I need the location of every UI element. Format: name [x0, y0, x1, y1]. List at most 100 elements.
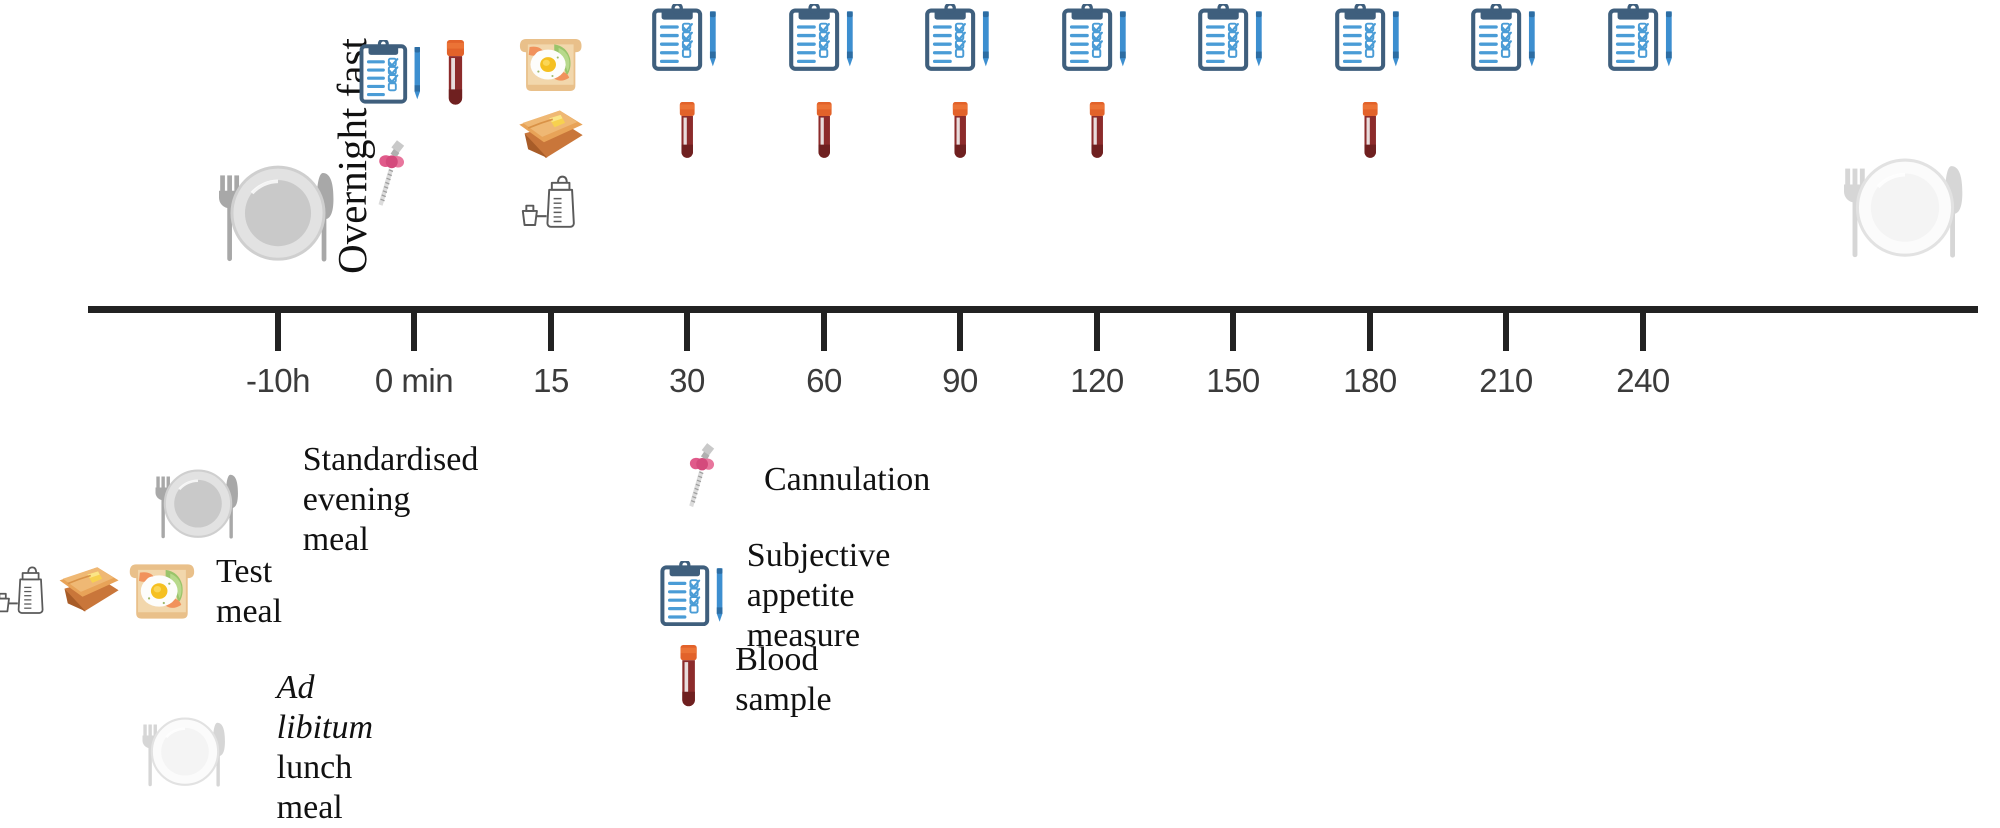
icon-slot-blood-sample-tube: [813, 102, 836, 166]
subjective-appetite-clipboard-icon: [1198, 2, 1269, 76]
axis-tick-label-210: 210: [1479, 362, 1533, 399]
standardised-evening-meal-plate-icon: [147, 451, 249, 550]
test-meal-buttered-toast-icon: [53, 564, 125, 620]
subjective-appetite-clipboard-icon: [652, 2, 723, 76]
axis-tick-label-150: 150: [1206, 362, 1260, 399]
icon-slot-subjective-appetite-clipboard: [1335, 2, 1406, 76]
legend-item-cannulation-needle: Cannulation: [660, 440, 930, 520]
legend-icon-group: [110, 451, 287, 550]
test-meal-egg-avocado-toast-icon: [518, 32, 585, 99]
subjective-appetite-clipboard-icon: [925, 2, 996, 76]
blood-sample-tube-icon: [1359, 102, 1382, 166]
timepoint-column-210: [1471, 2, 1542, 76]
standardised-evening-meal-plate-icon: [207, 140, 349, 275]
axis-tick-label-15: 15: [533, 362, 569, 399]
timepoint-column-30: [652, 2, 723, 166]
cannulation-needle-icon: [683, 440, 724, 520]
timepoint-column-0-min: [359, 38, 469, 219]
baseline-measures-row: [359, 38, 469, 113]
timepoint-column-240: [1608, 2, 1679, 76]
timepoint-column-60: [789, 2, 860, 166]
blood-sample-tube-icon: [1086, 102, 1109, 166]
axis-tick-180: [1367, 313, 1373, 351]
subjective-appetite-clipboard-icon: [1335, 2, 1406, 76]
icon-slot-subjective-appetite-clipboard: [789, 2, 860, 76]
blood-sample-tube-icon: [676, 102, 699, 166]
test-meal-shaker-bottle-icon: [519, 174, 582, 234]
axis-tick-0-min: [411, 313, 417, 351]
test-meal-buttered-toast-icon: [512, 107, 589, 167]
timepoint-column-90: [925, 2, 996, 166]
legend-icon-group: [110, 699, 261, 798]
axis-tick--10h: [275, 313, 281, 351]
icon-slot-subjective-appetite-clipboard: [1198, 2, 1269, 76]
icon-slot-subjective-appetite-clipboard: [1608, 2, 1679, 76]
subjective-appetite-clipboard-icon: [1608, 2, 1679, 76]
axis-tick-label-60: 60: [806, 362, 842, 399]
subjective-appetite-clipboard-icon: [660, 559, 729, 632]
icon-slot-subjective-appetite-clipboard: [652, 2, 723, 76]
legend-icon-group: [660, 440, 746, 520]
axis-tick-150: [1230, 313, 1236, 351]
timepoint-column-120: [1062, 2, 1133, 166]
legend-label: Cannulation: [764, 460, 931, 498]
legend-label: Blood sample: [735, 641, 832, 719]
legend-icon-group: [660, 645, 717, 715]
timepoint-column--10h: [207, 140, 349, 275]
legend-label-rest: lunch meal: [276, 749, 353, 827]
icon-slot-subjective-appetite-clipboard: [925, 2, 996, 76]
legend-label: Subjective appetite measure: [746, 537, 891, 655]
blood-sample-tube-icon: [442, 40, 469, 113]
icon-slot-test-meal-egg-avocado-toast: [518, 32, 585, 99]
icon-slot-blood-sample-tube: [676, 102, 699, 166]
axis-tick-label-240: 240: [1616, 362, 1670, 399]
subjective-appetite-clipboard-icon: [1471, 2, 1542, 76]
icon-slot-test-meal-buttered-toast: [512, 107, 589, 167]
test-meal-shaker-bottle-icon: [0, 565, 51, 620]
legend-item-standardised-evening-meal-plate: Standardised evening meal: [110, 440, 482, 560]
legend-icon-group: [0, 557, 195, 626]
icon-slot-blood-sample-tube: [1359, 102, 1382, 166]
legend-item-test-meal-group: Test meal: [0, 552, 282, 632]
cannulation-slot: [372, 137, 414, 219]
icon-slot-subjective-appetite-clipboard: [1062, 2, 1133, 76]
icon-slot-test-meal-shaker-bottle: [519, 174, 582, 234]
axis-tick-label-120: 120: [1070, 362, 1124, 399]
legend-label-italic: Ad libitum: [276, 669, 374, 747]
timepoint-column-15: [512, 32, 589, 234]
axis-tick-label--10h: -10h: [245, 362, 311, 399]
legend-label: Standardised evening meal: [302, 441, 479, 559]
axis-tick-240: [1640, 313, 1646, 351]
legend-icon-group: [660, 559, 729, 632]
axis-tick-label-30: 30: [669, 362, 705, 399]
axis-tick-label-0-min: 0 min: [374, 362, 454, 399]
blood-sample-tube-icon: [676, 645, 701, 715]
icon-slot-standardised-evening-meal-plate: [207, 140, 349, 275]
ad-libitum-lunch-plate-icon: [134, 699, 236, 798]
legend-item-subjective-appetite-clipboard: Subjective appetite measure: [660, 536, 908, 656]
axis-tick-90: [957, 313, 963, 351]
timepoint-column-lunch: [1832, 132, 1978, 271]
axis-tick-60: [821, 313, 827, 351]
timepoint-column-150: [1198, 2, 1269, 76]
axis-tick-15: [548, 313, 554, 351]
axis-tick-210: [1503, 313, 1509, 351]
timeline-axis-line: [88, 306, 1978, 313]
axis-tick-30: [684, 313, 690, 351]
subjective-appetite-clipboard-icon: [359, 38, 426, 109]
subjective-appetite-clipboard-icon: [1062, 2, 1133, 76]
blood-sample-tube-icon: [949, 102, 972, 166]
blood-sample-tube-icon: [813, 102, 836, 166]
legend-item-blood-sample-tube: Blood sample: [660, 640, 860, 720]
test-meal-egg-avocado-toast-icon: [127, 557, 197, 626]
cannulation-needle-icon: [372, 137, 414, 219]
axis-tick-120: [1094, 313, 1100, 351]
icon-slot-blood-sample-tube: [949, 102, 972, 166]
icon-slot-ad-libitum-lunch-plate: [1832, 132, 1978, 271]
axis-tick-label-90: 90: [942, 362, 978, 399]
timepoint-column-180: [1335, 2, 1406, 166]
icon-slot-subjective-appetite-clipboard: [1471, 2, 1542, 76]
